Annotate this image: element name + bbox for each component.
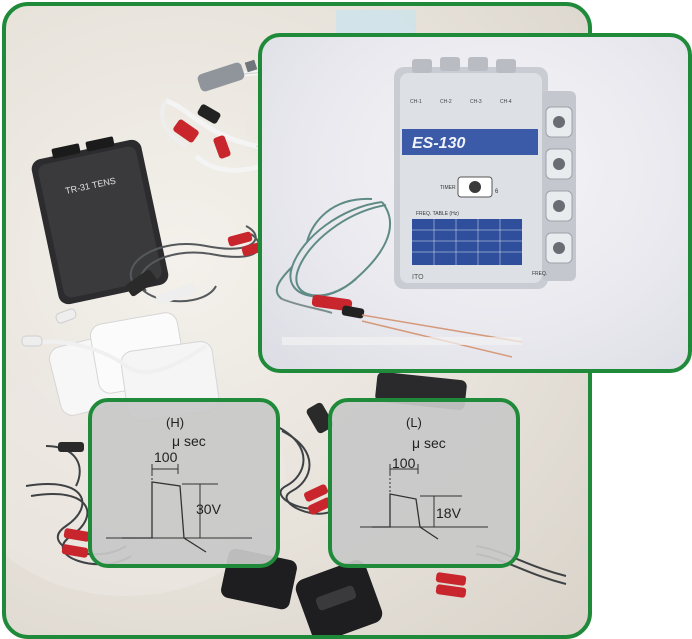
brand-label: ITO xyxy=(412,274,424,281)
waveform-high-unit: μ sec xyxy=(172,433,206,449)
waveform-low-diagram xyxy=(360,464,488,540)
waveform-high-diagram xyxy=(106,464,252,553)
waveform-panel-high: (H) μ sec 100 30V xyxy=(88,398,280,568)
svg-text:6: 6 xyxy=(495,189,499,195)
green-lead-wire xyxy=(275,197,392,300)
ch4-label: CH-4 xyxy=(500,99,512,105)
ch1-label: CH-1 xyxy=(410,99,422,105)
ch2-label: CH-2 xyxy=(440,99,452,105)
waveform-low-unit: μ sec xyxy=(412,435,446,451)
es130-device: CH-1 CH-2 CH-3 CH-4 ES-130 TIMER 6 FREQ.… xyxy=(394,57,576,289)
waveform-low-amplitude: 18V xyxy=(436,505,461,521)
waveform-high-amplitude: 30V xyxy=(196,501,221,517)
waveform-low-width: 100 xyxy=(392,455,416,471)
inset-photo-scene: CH-1 CH-2 CH-3 CH-4 ES-130 TIMER 6 FREQ.… xyxy=(275,57,576,358)
freq-label: FREQ. xyxy=(532,271,547,277)
ch3-label: CH-3 xyxy=(470,99,482,105)
top-cable-assembly xyxy=(160,59,334,173)
waveform-panel-low: (L) μ sec 100 18V xyxy=(328,398,520,568)
inset-photo-frame: CH-1 CH-2 CH-3 CH-4 ES-130 TIMER 6 FREQ.… xyxy=(258,33,692,373)
waveform-low-mode: (L) xyxy=(406,415,422,430)
timer-label: TIMER xyxy=(440,185,456,191)
waveform-high-width: 100 xyxy=(154,449,178,465)
waveform-high-mode: (H) xyxy=(166,415,185,430)
freq-table-label: FREQ. TABLE (Hz) xyxy=(416,211,459,217)
model-label: ES-130 xyxy=(412,135,465,152)
